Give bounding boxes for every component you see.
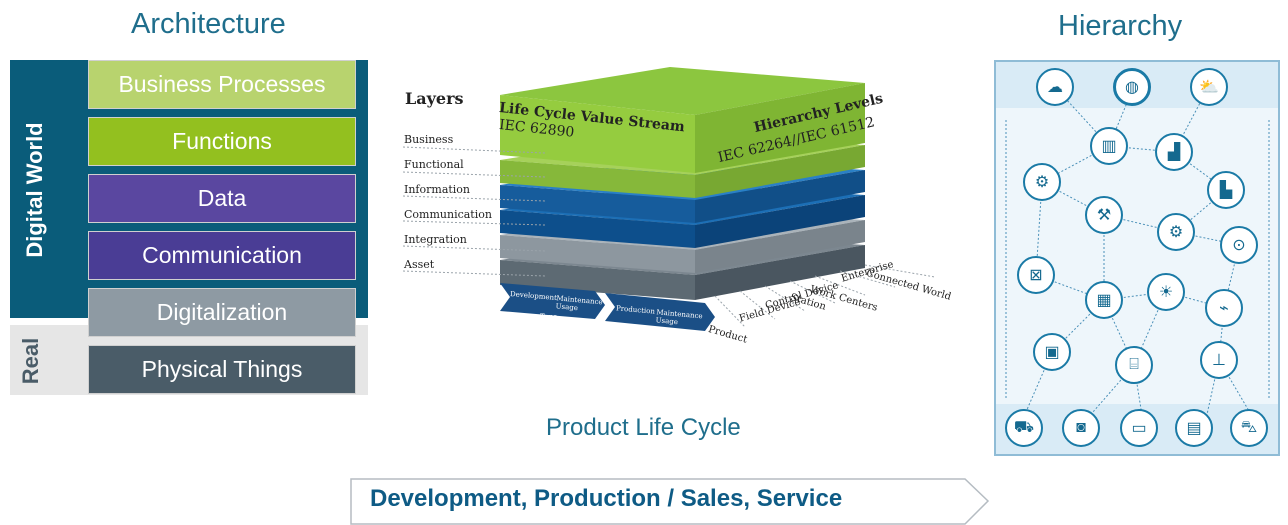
architecture-title: Architecture xyxy=(131,8,286,40)
layer-label-integration: Integration xyxy=(404,233,467,246)
layer-label-functional: Functional xyxy=(404,158,464,171)
layer-label-business: Business xyxy=(404,133,454,146)
control-panel-icon: ⊠ xyxy=(1017,256,1055,294)
assembly-line-icon: ⚒ xyxy=(1085,196,1123,234)
arch-layer-digitalization: Digitalization xyxy=(88,288,356,337)
conveyor-robot-icon: ⚙ xyxy=(1023,163,1061,201)
cube-slab-business xyxy=(500,67,865,173)
motor-icon: ▣ xyxy=(1033,333,1071,371)
bottom-process-arrow xyxy=(350,478,990,525)
screen-icon: ▭ xyxy=(1120,409,1158,447)
engine-icon: ▤ xyxy=(1175,409,1213,447)
worker-idea-icon: ☀ xyxy=(1147,273,1185,311)
tractor-icon: ⛟ xyxy=(1005,409,1043,447)
layers-heading: Layers xyxy=(405,89,464,108)
real-label: Real xyxy=(18,337,43,385)
type-arrow-group xyxy=(500,283,605,319)
layer-label-communication: Communication xyxy=(404,208,492,221)
washing-machine-icon: ◙ xyxy=(1062,409,1100,447)
steam-icon: ⊙ xyxy=(1220,226,1258,264)
arch-layer-communication: Communication xyxy=(88,231,356,280)
cloud-network-icon: ☁ xyxy=(1036,68,1074,106)
layer-label-information: Information xyxy=(404,183,471,196)
type-step-maintenance: Maintenance Usage xyxy=(555,294,603,313)
hierarchy-title: Hierarchy xyxy=(1058,10,1183,42)
factory-skyline-icon: ▟ xyxy=(1155,133,1193,171)
layer-label-asset: Asset xyxy=(404,258,435,271)
monitor-chart-icon: ⌁ xyxy=(1205,289,1243,327)
gears-icon: ⚙ xyxy=(1157,213,1195,251)
product-life-cycle-label: Product Life Cycle xyxy=(546,414,741,441)
globe-icon: ◍ xyxy=(1113,68,1151,106)
cloud-device-icon: ⛅ xyxy=(1190,68,1228,106)
hierarchy-leader-lines xyxy=(714,264,936,328)
instance-arrow-group xyxy=(605,293,715,331)
rami-cube-diagram xyxy=(402,67,936,331)
instance-label: Instance xyxy=(645,326,676,334)
arch-layer-physical-things: Physical Things xyxy=(88,345,356,394)
instance-step-maintenance: Maintenance Usage xyxy=(655,308,703,327)
bottom-arrow-label: Development, Production / Sales, Service xyxy=(370,485,843,512)
arch-layer-business-processes: Business Processes xyxy=(88,60,356,109)
factory-icon: ▙ xyxy=(1207,171,1245,209)
calculator-icon: ▦ xyxy=(1085,281,1123,319)
arch-layer-functions: Functions xyxy=(88,117,356,166)
car-icon: ⛍ xyxy=(1230,409,1268,447)
office-building-icon: ▥ xyxy=(1090,127,1128,165)
arch-layer-data: Data xyxy=(88,174,356,223)
sensor-device-icon: ⌸ xyxy=(1115,346,1153,384)
type-label: Type xyxy=(540,313,558,321)
digital-world-label: Digital World xyxy=(22,122,47,258)
valve-icon: ⊥ xyxy=(1200,341,1238,379)
